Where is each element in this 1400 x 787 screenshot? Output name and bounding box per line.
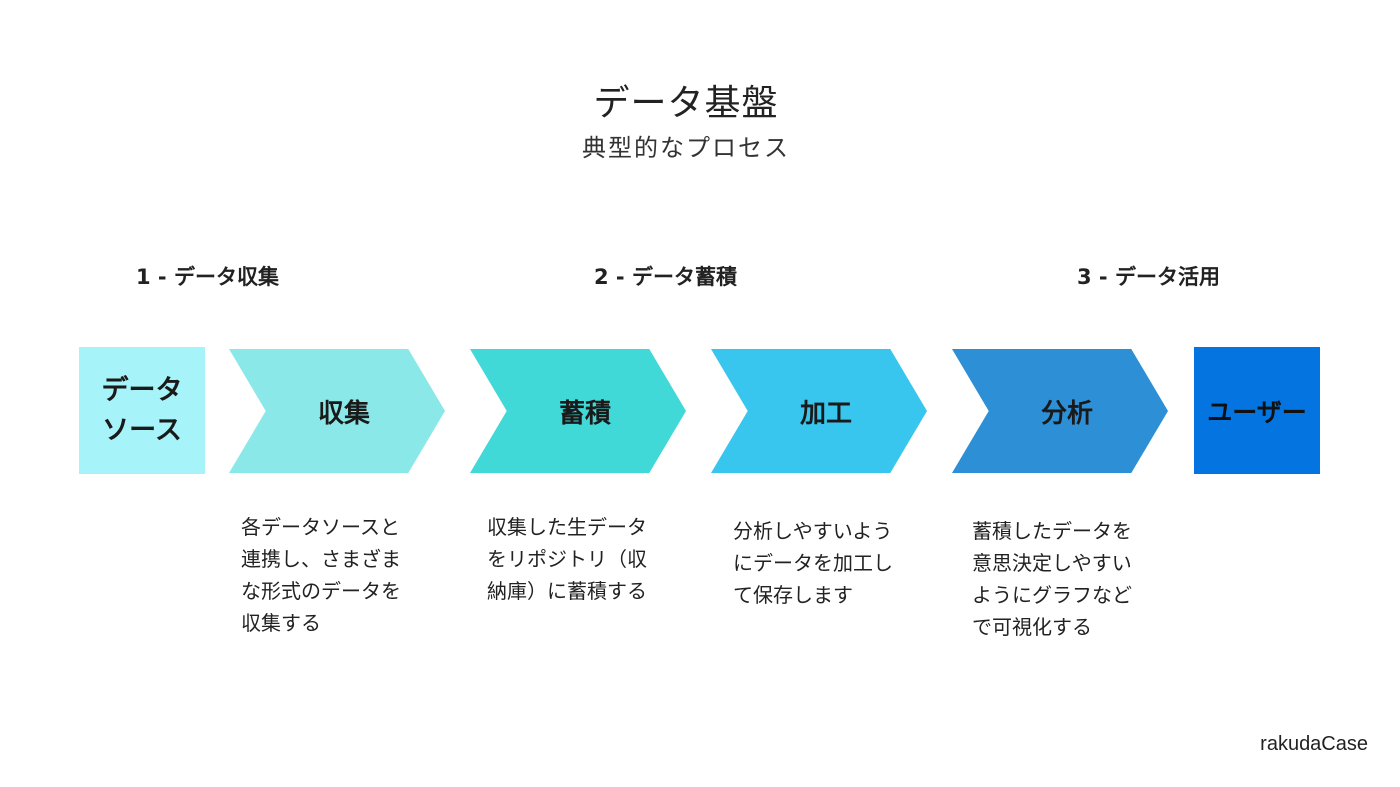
step-collect-label: 収集 [317, 398, 370, 429]
diagram-subtitle: 典型的なプロセス [582, 134, 790, 162]
step-store-description: 収集した生データ をリポジトリ（収 納庫）に蓄積する [487, 515, 647, 603]
step-collect-chevron: 収集 [229, 349, 445, 473]
step-process-description: 分析しやすいよう にデータを加工し て保存します [733, 519, 893, 607]
brand-logo-text: rakudaCase [1260, 733, 1368, 755]
step-process-chevron: 加工 [711, 349, 927, 473]
user-box: ユーザー [1194, 347, 1320, 474]
step-store-chevron: 蓄積 [470, 349, 686, 473]
step-collect-description: 各データソースと 連携し、さまざま な形式のデータを 収集する [241, 515, 401, 635]
step-analyze-chevron: 分析 [952, 349, 1168, 473]
step-store-label: 蓄積 [558, 398, 611, 429]
diagram-title: データ基盤 [593, 83, 779, 124]
phase-label-store: 2 - データ蓄積 [594, 265, 737, 289]
step-process-label: 加工 [799, 398, 852, 429]
phase-label-use: 3 - データ活用 [1077, 265, 1220, 289]
step-analyze-description: 蓄積したデータを 意思決定しやすい ようにグラフなど で可視化する [972, 519, 1132, 639]
step-analyze-label: 分析 [1040, 398, 1093, 429]
data-source-box: データ ソース [79, 347, 205, 474]
phase-label-collect: 1 - データ収集 [136, 265, 279, 289]
